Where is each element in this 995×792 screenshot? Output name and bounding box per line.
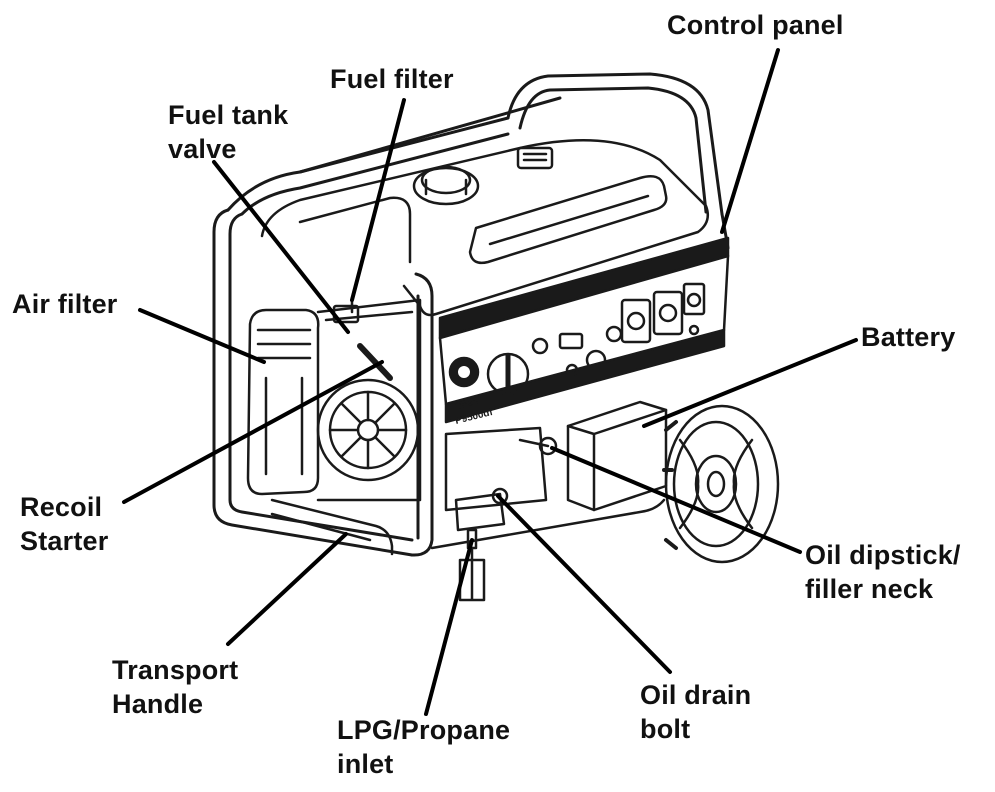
fuel-tank-illustration bbox=[260, 139, 709, 317]
recoil-starter-label: Recoil Starter bbox=[20, 492, 109, 556]
leader-recoil-starter bbox=[122, 360, 384, 504]
transport-handle-label: Transport Handle bbox=[112, 655, 239, 719]
leader-oil-dipstick bbox=[550, 446, 802, 554]
leader-lpg-inlet bbox=[424, 538, 474, 716]
leader-air-filter bbox=[138, 308, 266, 364]
oil-drain-bolt-label: Oil drain bolt bbox=[640, 680, 752, 744]
engine-illustration bbox=[246, 296, 422, 556]
control-panel-label: Control panel bbox=[667, 10, 844, 40]
leader-transport-handle bbox=[226, 532, 348, 646]
leader-oil-drain-bolt bbox=[496, 494, 672, 674]
battery-label: Battery bbox=[861, 322, 956, 352]
fuel-tank-valve-label: Fuel tank valve bbox=[168, 100, 289, 164]
oil-dipstick-label: Oil dipstick/ filler neck bbox=[805, 540, 961, 604]
lpg-inlet-label: LPG/Propane inlet bbox=[337, 715, 511, 779]
fuel-filter-label: Fuel filter bbox=[330, 64, 454, 94]
leader-fuel-tank-valve bbox=[212, 160, 350, 334]
control-panel-illustration bbox=[438, 236, 730, 424]
air-filter-label: Air filter bbox=[12, 289, 118, 319]
leader-lines bbox=[122, 48, 858, 716]
leader-battery bbox=[642, 338, 858, 428]
leader-fuel-filter bbox=[350, 98, 406, 302]
frame-illustration bbox=[212, 72, 730, 557]
leader-control-panel bbox=[720, 48, 780, 234]
base-illustration bbox=[430, 400, 780, 602]
